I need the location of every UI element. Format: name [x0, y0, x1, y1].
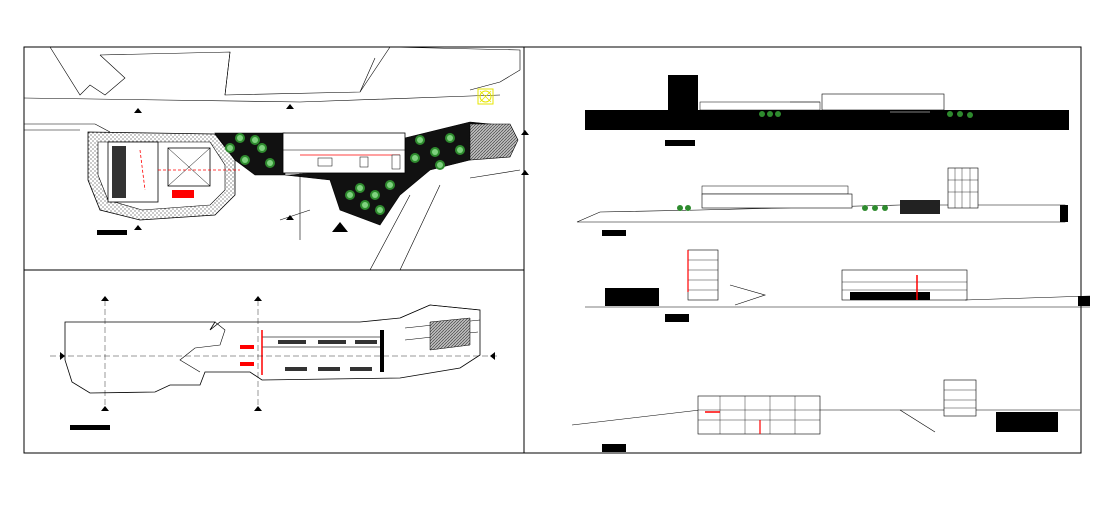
north-marker-icon	[477, 88, 494, 105]
section-2-title-block	[602, 444, 626, 452]
site-plan-title-block	[97, 230, 127, 235]
section-2	[571, 379, 1080, 452]
site-plan	[23, 46, 529, 271]
section-1-title-block	[665, 314, 689, 322]
section-arrow-icon	[60, 296, 495, 411]
section-1	[585, 249, 1091, 322]
main-building	[282, 132, 406, 174]
end-ramp	[469, 123, 519, 161]
site-context-lines	[23, 46, 521, 271]
elevation-2	[576, 167, 1068, 236]
floor-plan	[50, 296, 500, 430]
section-arrow-icon	[134, 104, 529, 232]
floor-plan-outline	[64, 304, 481, 394]
elevation-1-title-block	[665, 140, 695, 146]
elevation-2-title-block	[602, 230, 626, 236]
elevations-frame	[523, 46, 1082, 454]
floor-plan-title-block	[70, 425, 110, 430]
elevation-1	[585, 75, 1069, 146]
